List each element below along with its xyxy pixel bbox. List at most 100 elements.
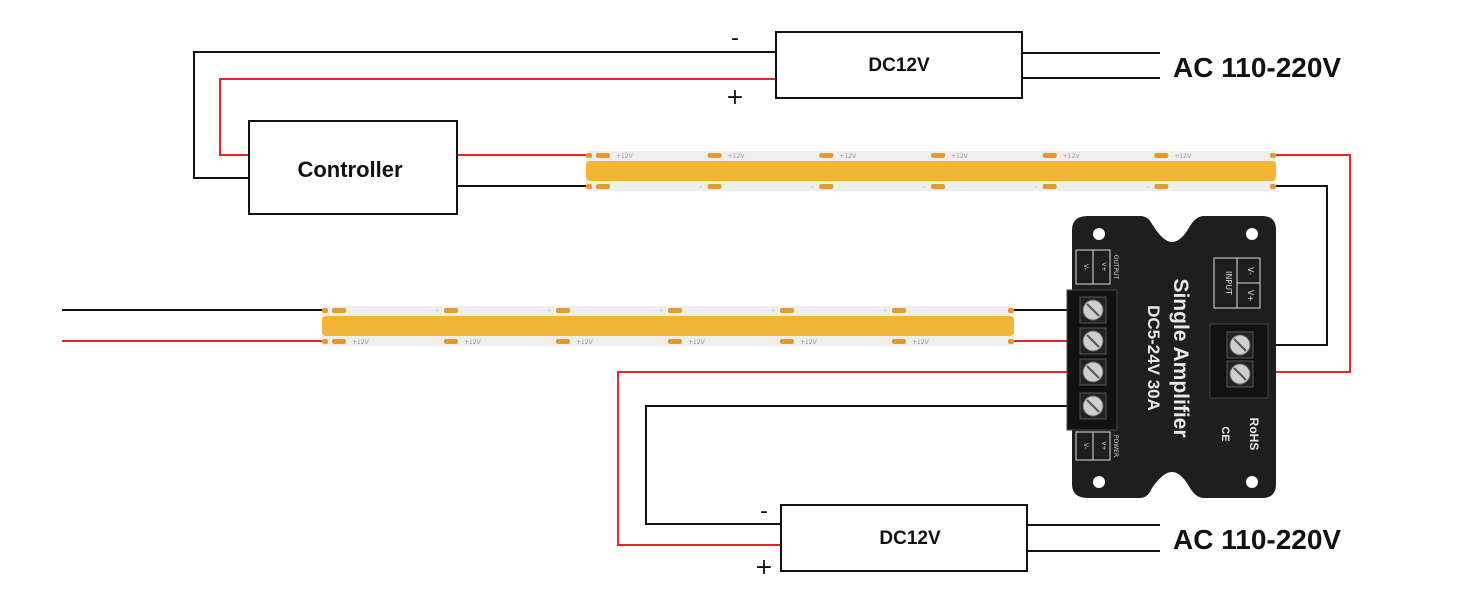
screw-slot — [1233, 338, 1247, 352]
solder-pad — [444, 308, 458, 313]
input-label-text: INPUT — [1224, 271, 1233, 295]
amplifier-title: Single Amplifier — [1169, 278, 1192, 437]
top-psu-minus: - — [731, 26, 739, 51]
top-ac-label: AC 110-220V — [1173, 52, 1341, 83]
solder-pad — [780, 308, 794, 313]
pad-label-plus: +12V — [688, 339, 706, 346]
single-amplifier: V- V+ OUTPUT V- V+ POWER Single Amplifie… — [1066, 216, 1276, 498]
solder-pad — [444, 339, 458, 344]
end-pad — [322, 308, 328, 313]
solder-pad — [931, 184, 945, 189]
output-label-text: OUTPUT — [1112, 255, 1119, 280]
pad-label-plus: +12V — [728, 153, 746, 160]
solder-pad — [892, 308, 906, 313]
strip-cob-body — [322, 316, 1014, 336]
bottom-psu-plus: + — [755, 555, 773, 580]
solder-pad — [931, 153, 945, 158]
solder-pad — [668, 308, 682, 313]
bottom-psu-minus: - — [760, 499, 768, 524]
pad-label-plus: +12V — [800, 339, 818, 346]
power-red-wire — [617, 371, 1080, 546]
end-pad — [322, 339, 328, 344]
mount-hole — [1246, 476, 1258, 488]
pad-label-minus: - — [884, 307, 887, 315]
bottom-ac-label: AC 110-220V — [1173, 524, 1341, 555]
solder-pad — [332, 308, 346, 313]
pad-label-plus: +12V — [1063, 153, 1081, 160]
pad-label-plus: +12V — [464, 339, 482, 346]
top-black-wire — [193, 51, 776, 179]
power-black-wire — [645, 405, 1080, 525]
ce-mark: CE — [1219, 426, 1231, 441]
output-label: V- V+ OUTPUT — [1075, 249, 1119, 285]
strip-cob-body — [586, 161, 1276, 181]
solder-pad — [1154, 153, 1169, 158]
solder-pad — [1042, 153, 1057, 158]
solder-pad — [1042, 184, 1057, 189]
solder-pad — [332, 339, 346, 344]
output-v-minus: V- — [1082, 264, 1089, 270]
output-v-plus: V+ — [1100, 262, 1107, 271]
pad-label-plus: +12V — [912, 339, 930, 346]
screw-slot — [1086, 303, 1100, 317]
top-psu-box — [775, 31, 1023, 99]
solder-pad — [556, 339, 570, 344]
solder-pad — [556, 308, 570, 313]
controller-label: Controller — [297, 157, 403, 182]
pad-label-plus: +12V — [951, 153, 969, 160]
solder-pad — [668, 339, 682, 344]
pad-label-plus: +12V — [1174, 153, 1192, 160]
bottom-power-supply: DC12V - + — [755, 499, 1028, 580]
solder-pad — [892, 339, 906, 344]
mount-hole — [1093, 228, 1105, 240]
power-v-minus: V- — [1082, 443, 1089, 449]
screw-slot — [1086, 334, 1100, 348]
solder-pad — [819, 153, 834, 158]
end-pad — [1008, 339, 1014, 344]
pad-label-minus: - — [811, 183, 814, 191]
end-pad — [1270, 184, 1276, 189]
pad-label-minus: - — [1035, 183, 1038, 191]
screw-slot — [1086, 399, 1100, 413]
end-pad — [1008, 308, 1014, 313]
mount-hole — [1246, 228, 1258, 240]
solder-pad — [596, 153, 610, 158]
bottom-psu-label: DC12V — [879, 528, 941, 549]
top-red-wire — [219, 78, 776, 156]
top-psu-label: DC12V — [868, 55, 930, 76]
screw-slot — [1086, 365, 1100, 379]
end-pad — [586, 153, 592, 158]
bottom-psu-box — [780, 504, 1028, 572]
input-v-minus: V- — [1246, 267, 1255, 275]
strip1-red-to-input — [1268, 154, 1351, 373]
input-label: INPUT V- V+ — [1213, 257, 1261, 309]
wires — [62, 51, 1351, 552]
pad-label-minus: - — [923, 183, 926, 191]
solder-pad — [707, 184, 722, 189]
solder-pad — [780, 339, 794, 344]
led-strip-middle: +12V-+12V-+12V-+12V-+12V-+12V- — [322, 306, 1014, 346]
solder-pad — [707, 153, 722, 158]
power-label: V- V+ POWER — [1075, 431, 1119, 461]
power-v-plus: V+ — [1100, 441, 1107, 450]
solder-pad — [819, 184, 834, 189]
power-label-text: POWER — [1112, 435, 1119, 457]
pad-label-minus: - — [436, 307, 439, 315]
controller-box — [248, 120, 458, 215]
mount-hole — [1093, 476, 1105, 488]
pad-label-plus: +12V — [576, 339, 594, 346]
amplifier-body — [1072, 216, 1276, 498]
pad-label-minus: - — [772, 307, 775, 315]
amplifier-spec: DC5-24V 30A — [1144, 305, 1163, 411]
led-strip-top: +12V-+12V-+12V-+12V-+12V-+12V- — [586, 151, 1276, 191]
input-v-plus: V+ — [1246, 290, 1255, 302]
pad-label-plus: +12V — [839, 153, 857, 160]
controller: Controller — [248, 120, 458, 215]
screw-slot — [1233, 367, 1247, 381]
solder-pad — [1154, 184, 1169, 189]
top-psu-plus: + — [726, 85, 744, 110]
rohs-mark: RoHS — [1247, 418, 1261, 451]
pad-label-minus: - — [1146, 183, 1149, 191]
pad-label-plus: +12V — [616, 153, 634, 160]
